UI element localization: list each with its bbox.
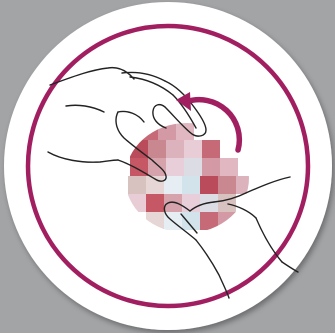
censor-tile	[128, 176, 146, 194]
censor-tile	[202, 158, 220, 176]
censor-tile	[148, 158, 166, 176]
censor-tile	[146, 194, 164, 212]
censor-tile	[184, 140, 202, 158]
censor-tile	[166, 158, 184, 176]
censor-tile	[218, 176, 236, 194]
censor-tile	[176, 122, 194, 140]
censor-tile	[218, 194, 236, 212]
censor-tile	[166, 140, 184, 158]
censor-tile	[148, 140, 166, 158]
censor-tile	[184, 158, 202, 176]
censor-tile	[182, 176, 200, 194]
censor-tile	[220, 158, 238, 176]
censor-tile	[182, 212, 200, 230]
censor-tile	[164, 176, 182, 194]
censor-tile	[200, 176, 218, 194]
censor-tile	[182, 194, 200, 212]
censor-tile	[202, 140, 220, 158]
